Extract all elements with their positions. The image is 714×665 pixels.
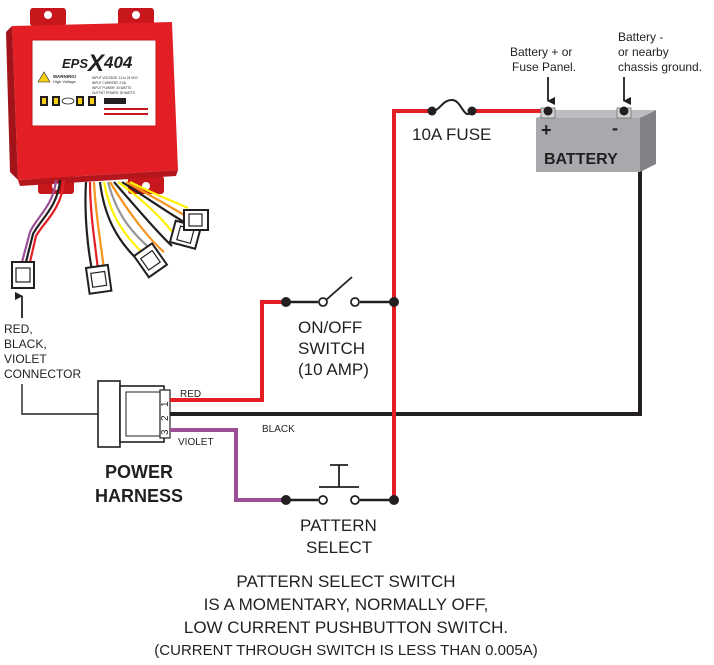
connector-label-line: CONNECTOR [4, 367, 81, 381]
power-harness-connector: 1 2 3 [97, 380, 171, 448]
spec-line: INPUT CURRENT: 2.5A [92, 81, 127, 85]
battery-body [536, 118, 640, 172]
battery-label: BATTERY [544, 151, 618, 168]
wire-label-red: RED [180, 389, 201, 400]
mounting-hole [132, 11, 140, 19]
fuse-symbol [427, 98, 477, 116]
red-lead [28, 179, 66, 263]
label-stripe [104, 113, 148, 115]
device-leads [20, 179, 189, 271]
warning-title: WARNING! [53, 74, 77, 79]
harness-label-line: POWER [105, 462, 173, 482]
controller-unit: EPS X 404 WARNING! High Voltage INPUT VO… [6, 8, 178, 194]
switch-label-line: ON/OFF [298, 318, 362, 337]
battery: + - BATTERY [536, 106, 656, 172]
logo-prefix: EPS [62, 56, 88, 71]
switch-label-line: (10 AMP) [298, 360, 369, 379]
pigtail-connector [132, 241, 169, 279]
pigtail-connector [84, 263, 113, 295]
wire-label-black: BLACK [262, 424, 295, 435]
spec-line: INPUT VOLTAGE: 12 to 24 VDC [92, 76, 139, 80]
pattern-select-label-line: SELECT [306, 538, 372, 557]
red-wire-harness [170, 300, 284, 402]
warning-subtitle: High Voltage [53, 79, 76, 84]
spec-line: OUTPUT POWER: 30 WATTS [92, 91, 135, 95]
battery-plus-source-line: Battery + or [510, 45, 572, 59]
battery-plus-source-line: Fuse Panel. [512, 60, 576, 74]
battery-minus-source-line: Battery - [618, 30, 663, 44]
controller-side [6, 26, 18, 180]
harness-inner [125, 391, 161, 437]
pin-number-1: 1 [160, 401, 171, 407]
harness-housing [97, 380, 121, 448]
battery-plus-post [543, 106, 553, 116]
logo-x: X [86, 50, 106, 77]
pin-number-2: 2 [160, 415, 171, 421]
pin-number-3: 3 [160, 429, 171, 435]
switch-label-line: SWITCH [298, 339, 365, 358]
connector-callout-line [21, 384, 104, 415]
harness-label-line: HARNESS [95, 486, 183, 506]
logo-model: 404 [103, 53, 133, 72]
pattern-select-label-line: PATTERN [300, 516, 377, 535]
plug-icons [40, 96, 96, 106]
black-lead [24, 179, 62, 263]
red-wire-riser [392, 109, 428, 500]
violet-lead [20, 179, 58, 263]
battery-minus-sign: - [612, 118, 618, 138]
connector-label-line: VIOLET [4, 352, 47, 366]
pigtail-connector [183, 209, 209, 231]
brand-mark [104, 98, 126, 104]
pigtail-connector [11, 261, 35, 289]
note-line: IS A MOMENTARY, NORMALLY OFF, [204, 595, 489, 614]
battery-side [640, 110, 656, 172]
mounting-hole [44, 11, 52, 19]
battery-minus-source-line: chassis ground. [618, 60, 702, 74]
spec-line: INPUT POWER: 30 WATTS [92, 86, 131, 90]
label-stripe [104, 108, 148, 110]
note-line: LOW CURRENT PUSHBUTTON SWITCH. [184, 618, 508, 637]
battery-minus-post [619, 106, 629, 116]
connector-label-line: RED, [4, 322, 33, 336]
wire-label-violet: VIOLET [178, 437, 214, 448]
fuse-label: 10A FUSE [412, 125, 491, 144]
warning-icon [37, 71, 51, 83]
pigtail-connectors [11, 209, 209, 295]
controller-bottom [18, 170, 178, 186]
pattern-select-pushbutton-symbol [281, 464, 399, 505]
connector-label-line: BLACK, [4, 337, 47, 351]
note-line: PATTERN SELECT SWITCH [236, 572, 455, 591]
on-off-switch-symbol [281, 276, 399, 307]
battery-plus-sign: + [541, 120, 552, 140]
battery-minus-source-line: or nearby [618, 45, 669, 59]
controller-label-plate [31, 39, 157, 127]
violet-wire [170, 428, 286, 502]
note-line: (CURRENT THROUGH SWITCH IS LESS THAN 0.0… [154, 642, 537, 659]
